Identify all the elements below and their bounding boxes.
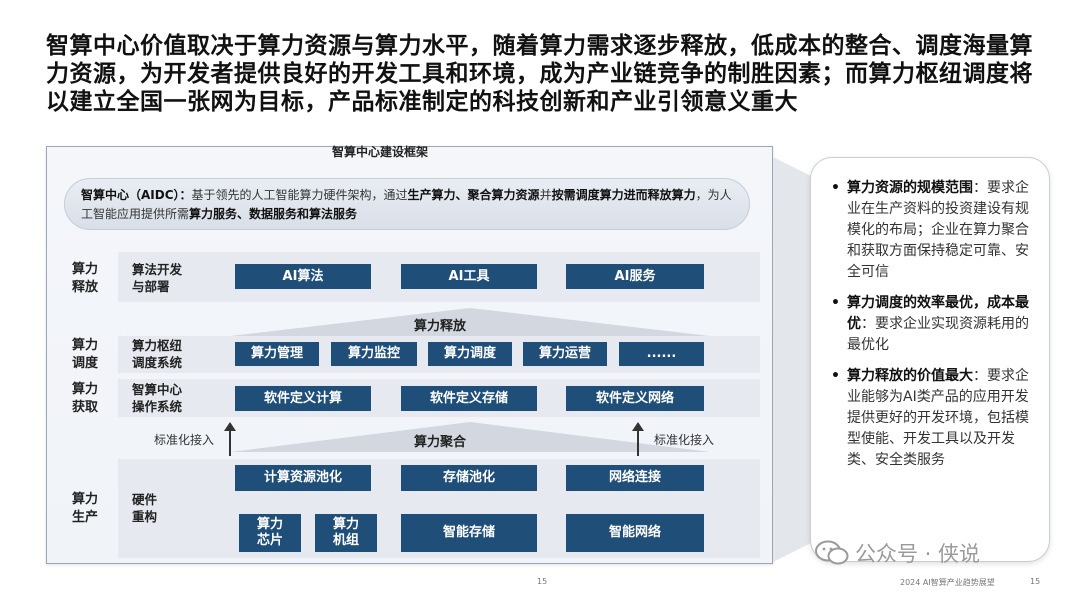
sub-label-schedule: 算力枢纽 调度系统 bbox=[132, 338, 183, 370]
document-title: 2024 AI智算产业趋势展望 bbox=[900, 578, 995, 587]
aidc-label: 智算中心（AIDC）： bbox=[81, 188, 192, 202]
box-software-defined-network: 软件定义网络 bbox=[566, 386, 704, 411]
aidc-text-1: 基于领先的人工智能算力硬件架构，通过 bbox=[191, 188, 408, 202]
box-storage-pooling: 存储池化 bbox=[401, 465, 537, 491]
aggregate-arrow-label: 算力聚合 bbox=[413, 435, 466, 450]
headline: 智算中心价值取决于算力资源与算力水平，随着算力需求逐步释放，低成本的整合、调度海… bbox=[46, 33, 1033, 115]
framework-title: 智算中心建设框架 bbox=[331, 145, 428, 159]
layer-label-produce: 算力 生产 bbox=[71, 492, 98, 525]
box-ellipsis: ...... bbox=[619, 342, 704, 366]
bullet-value-title: 算力释放的价值最大 bbox=[847, 368, 973, 384]
bullet-efficiency-title: 算力调度的效率最优，成本最优 bbox=[847, 295, 1029, 332]
key-points-panel: 算力资源的规模范围：要求企业在生产资料的投资建设有规模化的布局；企业在算力聚合和… bbox=[810, 157, 1050, 562]
bullet-value-text: ：要求企业能够为AI类产品的应用开发提供更好的开发环境，包括模型使能、开发工具以… bbox=[847, 368, 1029, 468]
box-compute-management: 算力管理 bbox=[235, 342, 319, 366]
panel-connector bbox=[773, 157, 813, 562]
bullet-efficiency-text: ：要求企业实现资源耗用的最优化 bbox=[847, 316, 1029, 353]
sub-label-release: 算法开发 与部署 bbox=[132, 262, 183, 294]
up-arrow-left bbox=[224, 422, 236, 456]
aidc-bold-3: 算力服务、数据服务和算法服务 bbox=[189, 207, 358, 221]
bullet-value: 算力释放的价值最大：要求企业能够为AI类产品的应用开发提供更好的开发环境，包括模… bbox=[829, 366, 1031, 471]
release-arrow-label: 算力释放 bbox=[413, 319, 466, 334]
standard-access-right: 标准化接入 bbox=[654, 433, 715, 447]
aidc-bold-1: 生产算力、聚合算力资源 bbox=[407, 188, 540, 202]
bullet-scale-title: 算力资源的规模范围 bbox=[847, 180, 973, 196]
box-smart-network: 智能网络 bbox=[566, 514, 704, 552]
aidc-definition: 智算中心（AIDC）：基于领先的人工智能算力硬件架构，通过生产算力、聚合算力资源… bbox=[64, 178, 750, 230]
box-compute-chip: 算力 芯片 bbox=[239, 514, 301, 552]
layer-label-acquire: 算力 获取 bbox=[71, 382, 98, 415]
aggregate-arrow-shape bbox=[230, 422, 710, 452]
bullet-efficiency: 算力调度的效率最优，成本最优：要求企业实现资源耗用的最优化 bbox=[829, 293, 1031, 356]
sub-label-produce: 硬件 重构 bbox=[132, 492, 158, 524]
watermark: 公众号 · 侠说 bbox=[815, 538, 980, 568]
box-ai-algorithm: AI算法 bbox=[235, 264, 371, 289]
box-compute-pooling: 计算资源池化 bbox=[235, 465, 371, 491]
bullet-scale: 算力资源的规模范围：要求企业在生产资料的投资建设有规模化的布局；企业在算力聚合和… bbox=[829, 178, 1031, 283]
sub-label-acquire: 智算中心 操作系统 bbox=[132, 382, 183, 414]
box-smart-storage: 智能存储 bbox=[401, 514, 537, 552]
box-software-defined-storage: 软件定义存储 bbox=[401, 386, 537, 411]
layer-label-release: 算力 释放 bbox=[71, 262, 98, 295]
layer-label-schedule: 算力 调度 bbox=[71, 338, 98, 371]
watermark-text: 公众号 · 侠说 bbox=[855, 542, 981, 566]
release-arrow-shape bbox=[230, 308, 710, 336]
page-number-center: 15 bbox=[537, 577, 548, 586]
box-compute-unit: 算力 机组 bbox=[315, 514, 377, 552]
box-ai-service: AI服务 bbox=[566, 264, 704, 289]
standard-access-left: 标准化接入 bbox=[154, 433, 215, 447]
aidc-bold-2: 按需调度算力进而释放算力 bbox=[551, 188, 696, 202]
bullet-scale-text: ：要求企业在生产资料的投资建设有规模化的布局；企业在算力聚合和获取方面保持稳定可… bbox=[847, 180, 1029, 280]
aidc-text-3: ，为人工智能应用提供所需 bbox=[81, 188, 732, 221]
aidc-text-2: 并 bbox=[539, 188, 552, 202]
box-compute-operations: 算力运营 bbox=[523, 342, 607, 366]
box-compute-monitoring: 算力监控 bbox=[331, 342, 417, 366]
page-number-right: 15 bbox=[1030, 577, 1041, 586]
wechat-icon bbox=[815, 540, 849, 565]
box-ai-tools: AI工具 bbox=[401, 264, 537, 289]
box-compute-scheduling: 算力调度 bbox=[428, 342, 512, 366]
box-software-defined-compute: 软件定义计算 bbox=[235, 386, 371, 411]
up-arrow-right bbox=[632, 422, 644, 456]
box-network-connection: 网络连接 bbox=[566, 465, 704, 491]
